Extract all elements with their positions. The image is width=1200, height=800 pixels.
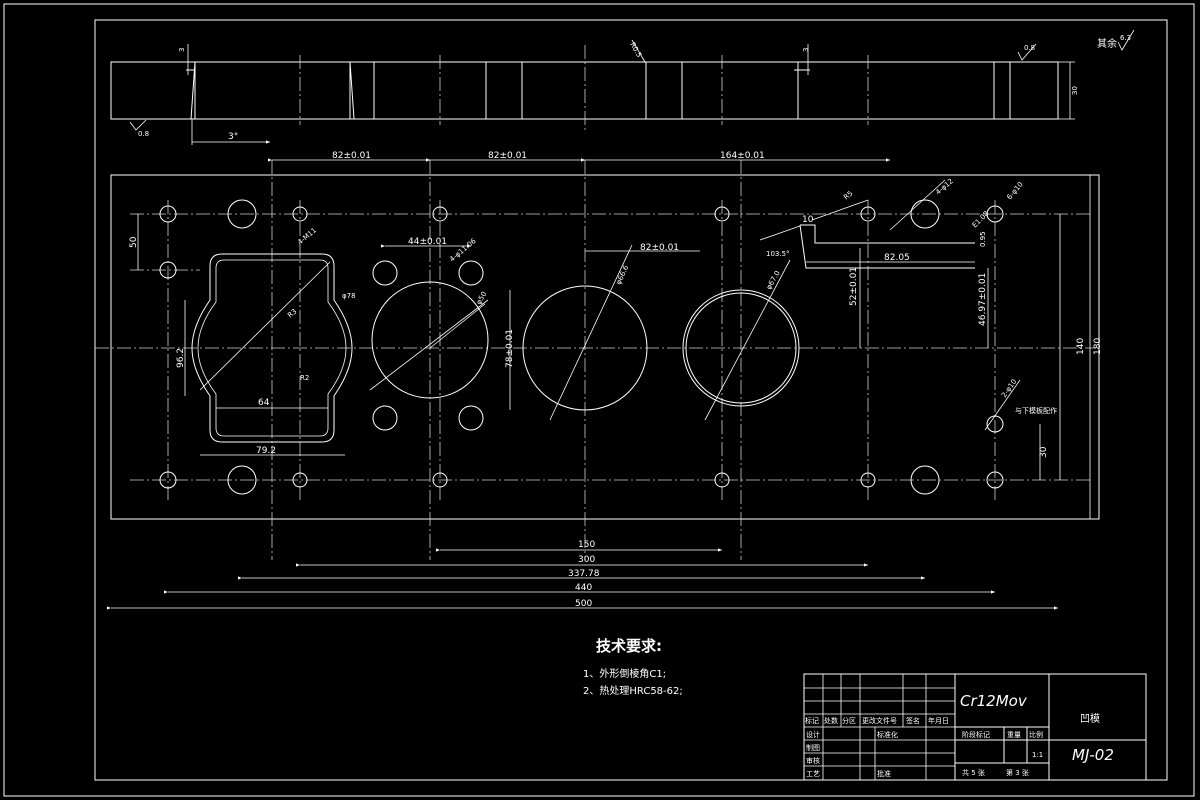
svg-text:140: 140 — [1076, 338, 1086, 355]
svg-text:30: 30 — [1039, 446, 1049, 458]
svg-text:工艺: 工艺 — [806, 770, 820, 778]
svg-text:处数: 处数 — [824, 716, 838, 725]
svg-text:3: 3 — [178, 48, 186, 52]
svg-text:3: 3 — [802, 48, 810, 52]
inner-border — [94, 19, 1168, 781]
svg-text:79.2: 79.2 — [256, 446, 276, 456]
svg-text:0.95: 0.95 — [979, 231, 987, 247]
svg-text:44±0.01: 44±0.01 — [408, 237, 447, 247]
svg-text:MJ-02: MJ-02 — [1072, 746, 1114, 764]
cavity-left — [191, 253, 353, 443]
svg-text:440: 440 — [575, 583, 592, 593]
svg-text:R2: R2 — [300, 374, 309, 382]
svg-text:批准: 批准 — [877, 769, 891, 778]
svg-text:技术要求:: 技术要求: — [596, 637, 662, 655]
svg-text:其余: 其余 — [1097, 37, 1117, 50]
svg-text:第 3 张: 第 3 张 — [1006, 768, 1029, 777]
title-block: 标记 处数 分区 更改文件号 签名 年月日 设计 制图 审核 工艺 标准化 批准… — [803, 673, 1147, 781]
svg-text:103.5°: 103.5° — [766, 250, 790, 258]
cavity-round-2 — [522, 244, 648, 421]
svg-text:与下模板配作: 与下模板配作 — [1015, 406, 1057, 415]
svg-text:96.2: 96.2 — [176, 348, 186, 368]
surface-roughness-note: 其余 6.3 — [1097, 29, 1135, 51]
svg-text:共 5 张: 共 5 张 — [962, 768, 985, 777]
svg-text:更改文件号: 更改文件号 — [862, 716, 897, 725]
cavity-round-3 — [682, 259, 800, 421]
svg-text:82±0.01: 82±0.01 — [488, 151, 527, 161]
svg-text:46.97±0.01: 46.97±0.01 — [978, 273, 988, 326]
svg-text:阶段标记: 阶段标记 — [962, 730, 990, 739]
svg-text:设计: 设计 — [806, 730, 820, 739]
svg-text:10: 10 — [802, 215, 814, 225]
svg-text:分区: 分区 — [842, 716, 856, 725]
svg-text:制图: 制图 — [806, 743, 820, 752]
cavity-round-1 — [369, 260, 489, 431]
svg-text:78±0.01: 78±0.01 — [505, 329, 515, 368]
svg-text:180: 180 — [1093, 338, 1103, 355]
svg-text:6.3: 6.3 — [1120, 34, 1131, 42]
svg-text:1:1: 1:1 — [1032, 751, 1043, 759]
svg-text:0.8: 0.8 — [1024, 44, 1035, 52]
svg-text:3°: 3° — [228, 132, 238, 142]
svg-text:年月日: 年月日 — [928, 716, 949, 725]
svg-text:150: 150 — [578, 540, 595, 550]
plate-outline — [110, 174, 1100, 520]
svg-text:2、热处理HRC58-62;: 2、热处理HRC58-62; — [583, 684, 683, 697]
svg-text:签名: 签名 — [906, 716, 920, 725]
svg-text:50: 50 — [129, 236, 139, 248]
svg-text:审核: 审核 — [806, 756, 820, 765]
top-holes — [159, 199, 1004, 279]
bottom-holes — [159, 415, 1004, 495]
svg-text:52±0.01: 52±0.01 — [849, 267, 859, 306]
top-dimensions: 82±0.01 82±0.01 164±0.01 44±0.01 82±0.01… — [129, 151, 1103, 519]
svg-text:凹模: 凹模 — [1080, 713, 1100, 725]
section-view: 3 3 3° 30 0.8 0.8 R0.5 — [110, 39, 1079, 145]
svg-text:标记: 标记 — [805, 716, 819, 725]
svg-text:30: 30 — [1071, 86, 1079, 95]
technical-requirements: 技术要求: 1、外形倒棱角C1; 2、热处理HRC58-62; — [583, 637, 683, 697]
svg-text:0.8: 0.8 — [138, 130, 149, 138]
bottom-dimensions: 150 300 337.78 440 500 — [107, 540, 1058, 610]
svg-text:164±0.01: 164±0.01 — [720, 151, 765, 161]
outer-border — [3, 3, 1195, 797]
svg-text:比例: 比例 — [1029, 730, 1043, 739]
svg-text:500: 500 — [575, 599, 592, 609]
svg-text:64: 64 — [258, 398, 270, 408]
svg-text:重量: 重量 — [1007, 731, 1021, 739]
svg-text:82±0.01: 82±0.01 — [640, 243, 679, 253]
svg-text:标准化: 标准化 — [877, 730, 898, 739]
svg-text:Cr12Mov: Cr12Mov — [960, 692, 1028, 710]
svg-text:82±0.01: 82±0.01 — [332, 151, 371, 161]
svg-text:φ78: φ78 — [342, 292, 356, 300]
svg-text:337.78: 337.78 — [568, 569, 600, 579]
svg-text:82.05: 82.05 — [884, 253, 910, 263]
svg-text:300: 300 — [578, 555, 595, 565]
svg-text:1、外形倒棱角C1;: 1、外形倒棱角C1; — [583, 667, 666, 680]
